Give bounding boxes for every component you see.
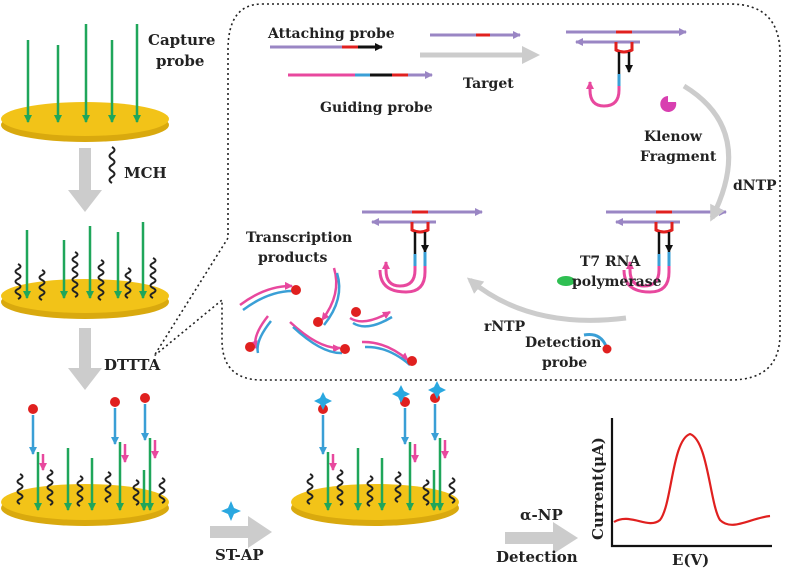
- bound-detection-probe: [292, 326, 343, 355]
- guiding-probe-hairpin: [382, 254, 417, 288]
- streptavidin-icon: [392, 385, 410, 403]
- mch-molecule: [306, 473, 314, 505]
- product-label-dot: [351, 307, 361, 317]
- mch-molecule: [16, 473, 24, 505]
- mch-label: MCH: [124, 164, 167, 182]
- mch-molecule: [71, 251, 79, 298]
- alpha-np-label: α-NP: [520, 506, 563, 524]
- arrow-extension: [682, 83, 732, 222]
- arrow-to-complex: [420, 46, 540, 64]
- product-label-dot: [407, 356, 417, 366]
- step-arrow-st-ap: [210, 501, 272, 548]
- mch-molecule: [366, 475, 374, 507]
- rna-product: [361, 340, 409, 361]
- mch-molecule: [158, 477, 166, 504]
- streptavidin-icon: [428, 381, 446, 399]
- step-arrow-dttta: [68, 328, 102, 390]
- voltammogram-plot: [610, 418, 772, 548]
- bound-detection-probe: [323, 272, 341, 326]
- detection-probe-label-line1: Detection: [525, 335, 601, 351]
- arrow-transcription: [466, 277, 627, 323]
- t7-label-line1: T7 RNA: [580, 254, 641, 270]
- biotin-label: [28, 404, 38, 414]
- bound-detection-probe: [352, 315, 393, 328]
- dttta-label: DTTTA: [104, 356, 161, 374]
- t7-polymerase-icon: [557, 276, 575, 286]
- electrode-capture-probe: [1, 24, 169, 142]
- mch-molecule: [46, 469, 54, 506]
- mch-molecule: [132, 479, 140, 506]
- mch-molecule: [124, 267, 132, 299]
- klenow-label-line2: Fragment: [640, 149, 717, 165]
- capture-probe-label-line2: probe: [156, 52, 204, 70]
- bound-detection-probe: [256, 320, 272, 354]
- product-label-dot: [245, 342, 255, 352]
- target-label: Target: [463, 76, 514, 92]
- mch-molecule: [76, 475, 84, 507]
- mch-molecule: [38, 269, 46, 301]
- attaching-probe-label: Attaching probe: [267, 26, 395, 42]
- klenow-enzyme-icon: [660, 96, 677, 112]
- bound-detection-probe: [242, 289, 295, 312]
- product-label-dot: [313, 317, 323, 327]
- st-ap-label: ST-AP: [215, 546, 264, 564]
- mch-molecule: [394, 471, 402, 503]
- dntp-label: dNTP: [733, 178, 777, 194]
- mch-molecule: [336, 469, 344, 506]
- rna-product: [321, 267, 338, 321]
- rna-product: [289, 321, 341, 353]
- biotin-label: [140, 393, 150, 403]
- junction-loop: [410, 222, 430, 234]
- guiding-probe-hairpin: [626, 254, 661, 288]
- junction-loop: [614, 42, 634, 54]
- electrode-labeled: [291, 381, 459, 526]
- guiding-probe-hairpin: [586, 74, 621, 108]
- rntp-label: rNTP: [484, 319, 526, 335]
- mch-molecule: [104, 471, 112, 503]
- mch-molecule: [422, 479, 430, 506]
- electrode-mch: [1, 222, 169, 319]
- alkaline-phosphatase-icon: [410, 387, 417, 401]
- step-arrow-mch: [68, 146, 116, 212]
- t7-label-line2: polymerase: [572, 274, 662, 290]
- step-arrow-detection: [505, 522, 578, 554]
- mch-molecule: [149, 257, 157, 299]
- product-label-dot: [340, 344, 350, 354]
- capture-probe-label-line1: Capture: [148, 31, 215, 49]
- biotin-label: [110, 397, 120, 407]
- zoom-callout-bubble: [153, 3, 781, 381]
- klenow-label-line1: Klenow: [644, 129, 703, 145]
- y-axis-label: Current(μA): [589, 437, 607, 540]
- alkaline-phosphatase-icon: [446, 383, 453, 397]
- junction-loop: [654, 222, 674, 234]
- detection-label: Detection: [496, 548, 578, 566]
- bound-detection-probe: [364, 345, 411, 366]
- electrode-hybridized: [1, 393, 169, 526]
- product-label-dot: [291, 285, 301, 295]
- transcription-label-line1: Transcription: [246, 230, 352, 246]
- alkaline-phosphatase-icon: [332, 394, 339, 408]
- peak-curve: [613, 432, 771, 526]
- mch-molecule: [14, 263, 22, 300]
- extended-strand: [622, 254, 671, 294]
- rna-product: [239, 281, 293, 307]
- mch-molecule: [97, 259, 105, 301]
- guiding-probe-label: Guiding probe: [320, 100, 433, 116]
- detection-probe-label-line2: probe: [542, 355, 587, 371]
- x-axis-label: E(V): [672, 551, 709, 568]
- detection-probe: [583, 333, 612, 354]
- streptavidin-icon: [314, 392, 332, 410]
- extended-strand: [378, 254, 427, 294]
- rna-product: [349, 310, 391, 323]
- transcription-label-line2: products: [258, 250, 327, 266]
- rna-product: [249, 315, 269, 349]
- mch-molecule: [448, 477, 456, 504]
